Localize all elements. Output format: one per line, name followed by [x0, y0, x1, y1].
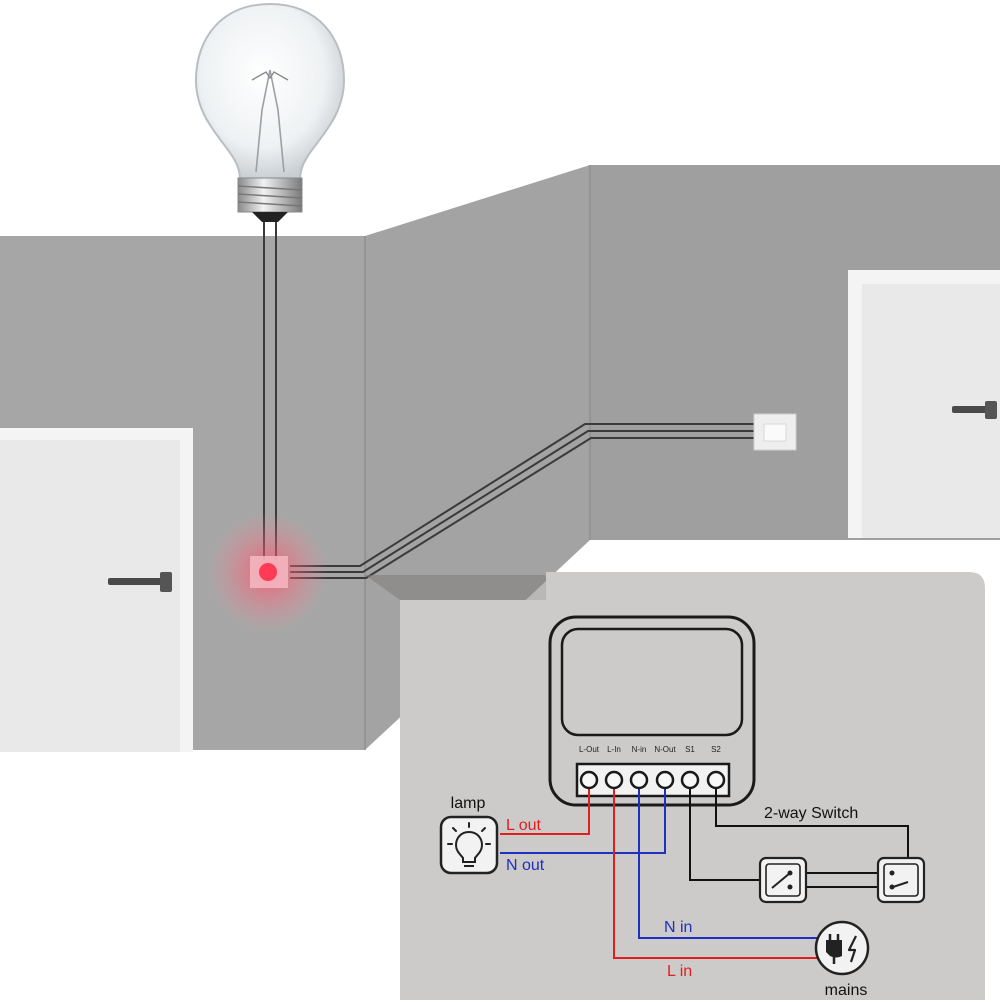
left-door[interactable] [0, 440, 180, 752]
terminal-label-n-out: N-Out [654, 745, 676, 754]
l-in-label: L in [667, 963, 692, 980]
n-in-label: N in [664, 919, 692, 936]
right-door-handle-plate [985, 401, 997, 419]
n-out-label: N out [506, 857, 545, 874]
plug-icon [814, 920, 870, 976]
left-door-handle-plate [160, 572, 172, 592]
wire-s1 [689, 780, 768, 881]
wire-n-in [638, 780, 820, 939]
lamp-icon [439, 815, 499, 875]
left-door-handle[interactable] [108, 578, 170, 585]
terminal-label-s1: S1 [685, 745, 695, 754]
smart-module-indicator [208, 512, 328, 632]
wall-light-switch[interactable] [753, 413, 797, 451]
two-way-switch-label: 2-way Switch [764, 805, 858, 822]
terminal-label-n-in: N-in [632, 745, 647, 754]
l-out-label: L out [506, 817, 542, 834]
terminal-label-l-in: L-In [607, 745, 621, 754]
wire-l-in [613, 780, 820, 959]
wire-s2 [715, 780, 909, 880]
wire-l-out [500, 780, 590, 835]
mains-label: mains [825, 982, 868, 999]
terminal-label-s2: S2 [711, 745, 721, 754]
terminal-screws [579, 770, 726, 790]
light-bulb-icon [194, 2, 346, 222]
two-way-switch-1 [758, 856, 808, 904]
smart-switch-module [548, 615, 756, 807]
lamp-label: lamp [451, 795, 486, 812]
wire-n-out [500, 780, 666, 854]
terminal-label-l-out: L-Out [579, 745, 600, 754]
two-way-switch-2 [876, 856, 926, 904]
